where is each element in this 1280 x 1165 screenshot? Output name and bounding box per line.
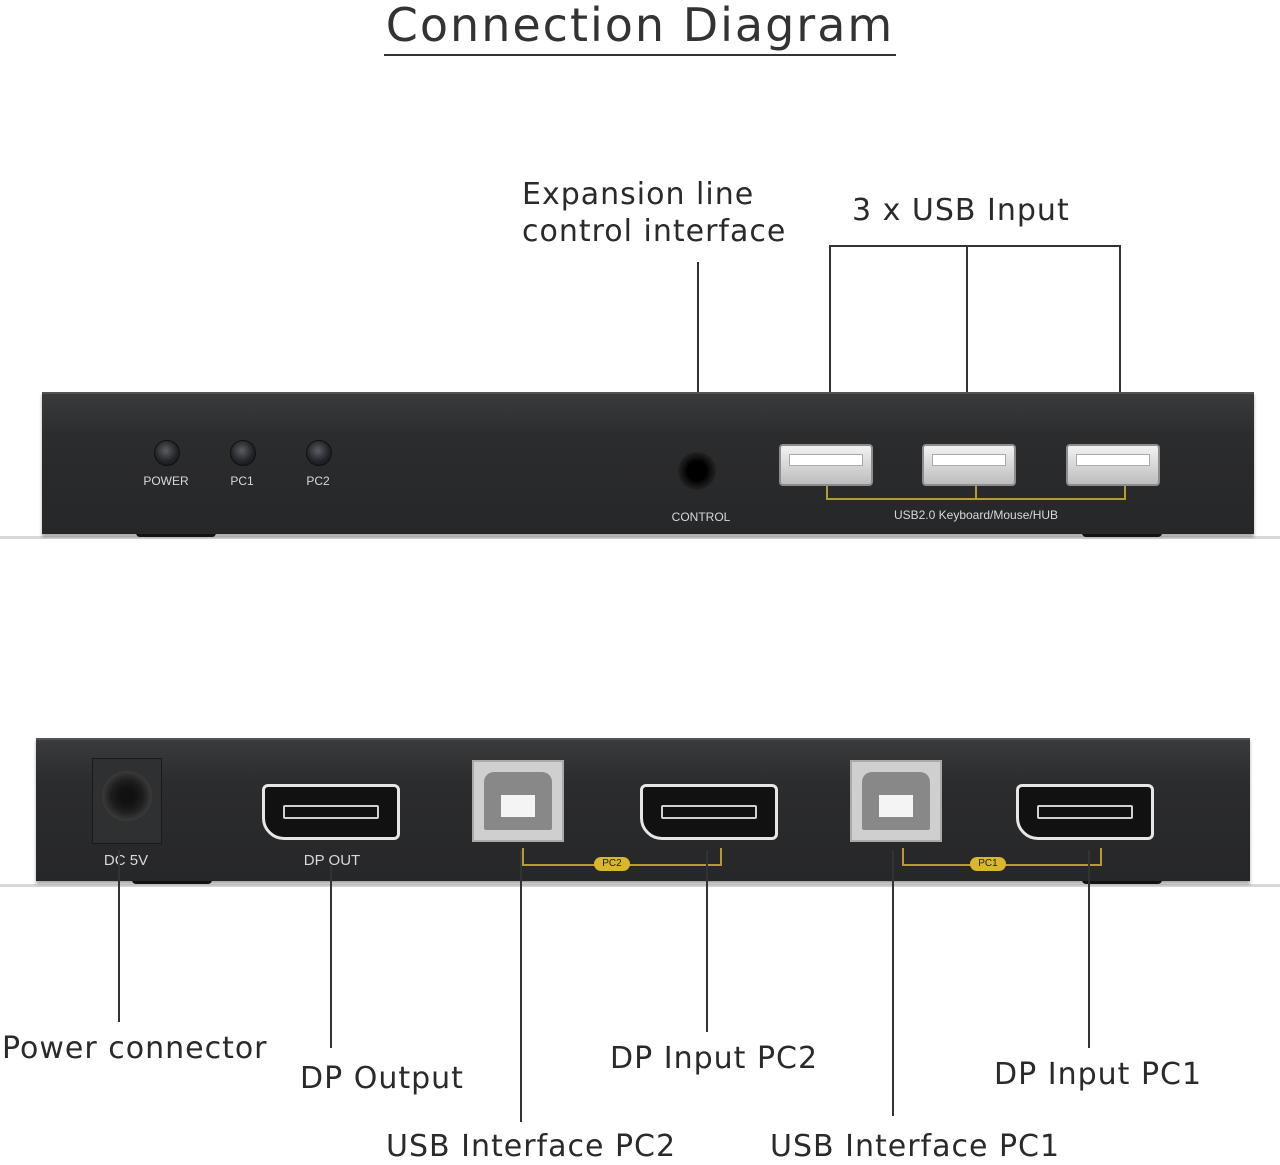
front-panel: POWER PC1 PC2 CONTROL USB2.0 Keyboard/Mo… <box>42 392 1254 534</box>
usb-b-port-pc1 <box>850 760 942 842</box>
leader-dp-output <box>330 866 332 1048</box>
usb-a-port-3 <box>1066 444 1160 486</box>
callout-usb-interface-pc2: USB Interface PC2 <box>386 1129 677 1164</box>
callout-power-connector: Power connector <box>2 1031 268 1066</box>
power-led-label: POWER <box>143 474 189 488</box>
front-foot-left <box>136 532 216 537</box>
control-jack <box>678 452 716 490</box>
rear-foot-right <box>1082 879 1162 884</box>
leader-dp-pc2 <box>706 850 708 1032</box>
usb-a-port-2 <box>922 444 1016 486</box>
pc1-led-label: PC1 <box>230 474 254 488</box>
leader-usb-bracket <box>829 245 1121 247</box>
callout-usb-input: 3 x USB Input <box>852 193 1070 228</box>
usb-a-port-1 <box>779 444 873 486</box>
rear-panel: DC 5V DP OUT PC2 PC1 <box>36 738 1250 881</box>
leader-power <box>118 850 120 1022</box>
callout-dp-input-pc2: DP Input PC2 <box>610 1041 819 1076</box>
pc2-led <box>306 440 332 466</box>
callout-expansion-line-2: control interface <box>522 214 787 249</box>
pc1-tag: PC1 <box>970 857 1006 871</box>
usb-b-port-pc2 <box>472 760 564 842</box>
diagram-title: Connection Diagram <box>0 0 1280 56</box>
callout-usb-interface-pc1: USB Interface PC1 <box>770 1129 1061 1164</box>
dc-power-jack <box>92 758 162 844</box>
pc2-led-label: PC2 <box>306 474 330 488</box>
callout-dp-output: DP Output <box>300 1061 464 1096</box>
rear-foot-left <box>132 879 212 884</box>
usb-group-bracket <box>826 486 1126 500</box>
callout-expansion-line-1: Expansion line <box>522 177 755 212</box>
usb-group-tick <box>975 486 977 498</box>
dp-out-label: DP OUT <box>303 852 361 869</box>
front-foot-right <box>1082 532 1162 537</box>
front-shelf <box>0 536 1280 539</box>
leader-usb-2 <box>966 245 968 450</box>
dc-label: DC 5V <box>103 852 149 869</box>
leader-control <box>697 262 699 462</box>
leader-dp-pc1 <box>1088 850 1090 1048</box>
dp-in-pc1-port <box>1016 784 1154 840</box>
usb-group-label: USB2.0 Keyboard/Mouse/HUB <box>893 508 1059 522</box>
dp-in-pc2-port <box>640 784 778 840</box>
leader-usb-pc2 <box>520 850 522 1122</box>
pc2-tag: PC2 <box>594 857 630 871</box>
leader-usb-pc1 <box>892 850 894 1116</box>
dp-out-port <box>262 784 400 840</box>
leader-usb-3 <box>1119 245 1121 450</box>
pc1-led <box>230 440 256 466</box>
power-led <box>154 440 180 466</box>
rear-shelf <box>0 884 1280 887</box>
leader-usb-1 <box>829 245 831 450</box>
control-label: CONTROL <box>671 510 731 524</box>
callout-dp-input-pc1: DP Input PC1 <box>994 1057 1203 1092</box>
